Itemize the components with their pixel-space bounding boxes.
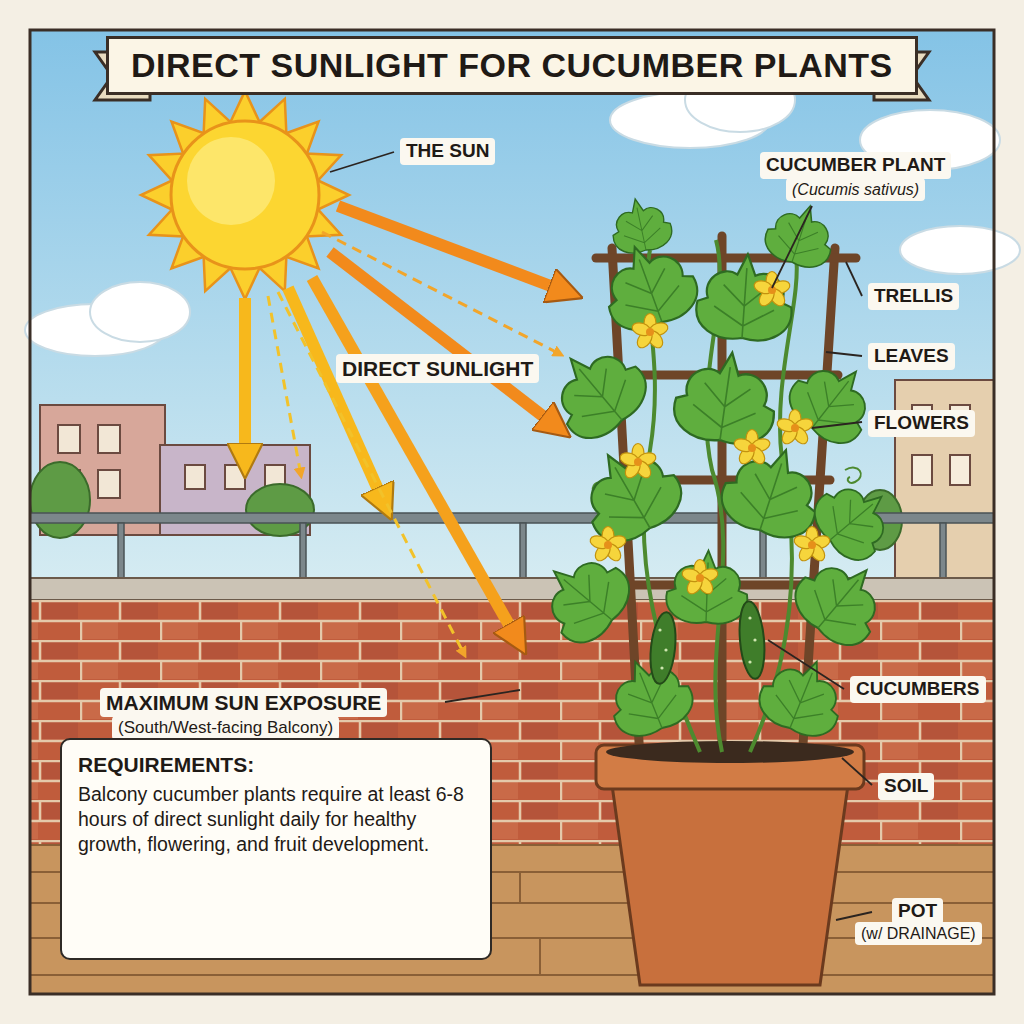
cucumber-fruit [664,648,667,651]
railing [940,523,946,581]
cucumber-fruit [737,600,768,680]
cucumber-leaf [752,647,854,745]
floor-plank [519,872,521,903]
sunlight-arrow [330,252,548,420]
cucumber-flower [619,444,658,481]
frame [30,30,994,994]
cucumber-fruit [658,628,661,631]
leader-line [772,206,812,288]
cucumber-leaf [536,330,657,450]
cloud [25,68,1020,356]
sun [171,121,319,269]
sunlight-arrow [278,292,462,650]
sun [230,91,260,123]
exposure-label: MAXIMUM SUN EXPOSURE [100,688,387,717]
leader-line [846,262,862,296]
leader-line [826,352,862,356]
leader-line [842,758,872,785]
sky [30,30,994,590]
cucumber-leaf [606,193,675,257]
sun [230,267,260,299]
leader-line [330,152,394,172]
cucumber-leaf [666,549,749,624]
cucumber-leaf [694,251,795,343]
city-building [225,465,245,489]
sunlight-arrow [239,298,251,450]
sunlight-arrow [268,296,300,470]
city-building [185,465,205,489]
sunlight-arrow [338,206,556,288]
plant-stem [845,468,861,483]
requirements-box: REQUIREMENTS: Balcony cucumber plants req… [60,738,492,960]
cucumber-fruit [748,660,751,663]
cucumber-flower [589,272,832,597]
sun [141,91,349,299]
part-label: TRELLIS [868,283,959,310]
city-building [98,425,120,453]
soil [606,741,854,763]
sun [141,180,173,210]
cucumber-fruit [748,616,751,619]
cucumber-flower [753,272,792,309]
cucumber-leaf [598,647,700,745]
sunlight-arrow [322,232,556,352]
sunlight-arrow [312,278,512,630]
railing [118,523,124,581]
part-label: LEAVES [868,343,955,370]
leader-line [445,690,520,702]
sunlight-label: DIRECT SUNLIGHT [336,354,539,383]
cucumber-flower [776,410,815,447]
cucumber-fruit [647,611,678,685]
sun [187,137,275,225]
cucumber-flower [631,314,670,351]
title-banner: DIRECT SUNLIGHT FOR CUCUMBER PLANTS [106,36,918,95]
city-building [912,455,932,485]
part-note: (w/ DRAINAGE) [855,922,982,945]
pot [612,785,848,985]
floor-plank [30,974,994,976]
sunlight-arrow [245,206,556,650]
part-label: CUCUMBERS [850,676,986,703]
exposure-note: (South/West-facing Balcony) [112,716,339,740]
cloud [900,226,1020,274]
cucumber-flower [589,527,628,564]
leader-line [836,912,872,920]
cucumber-fruit [660,666,663,669]
city-building [950,455,970,485]
cucumber-fruit [753,638,756,641]
part-label: POT [892,898,943,925]
railing [520,523,526,581]
cucumber-leaf [670,346,782,449]
railing [300,523,306,581]
city-building [98,470,120,498]
cucumber-leaf [527,193,906,744]
cucumber-fruit [647,600,767,685]
cucumber-leaf [567,431,692,553]
part-label: CUCUMBER PLANT [760,152,951,179]
part-label: SOIL [878,773,934,800]
part-label: FLOWERS [868,410,975,437]
cucumber-leaf [527,539,641,654]
part-label: THE SUN [400,138,495,165]
species-label: (Cucumis sativus) [786,178,925,201]
cloud [90,282,190,342]
leader-line [812,422,862,428]
cucumber-leaf [760,196,842,273]
cucumber-flower [681,560,720,597]
tree [30,462,90,538]
floor-plank [539,938,541,975]
city-building [58,425,80,453]
leader-line [768,640,844,689]
box-body: Balcony cucumber plants require at least… [78,782,474,857]
cucumber-flower [793,527,832,564]
pot [596,741,864,985]
box-heading: REQUIREMENTS: [78,752,474,778]
cucumber-flower [733,430,772,467]
